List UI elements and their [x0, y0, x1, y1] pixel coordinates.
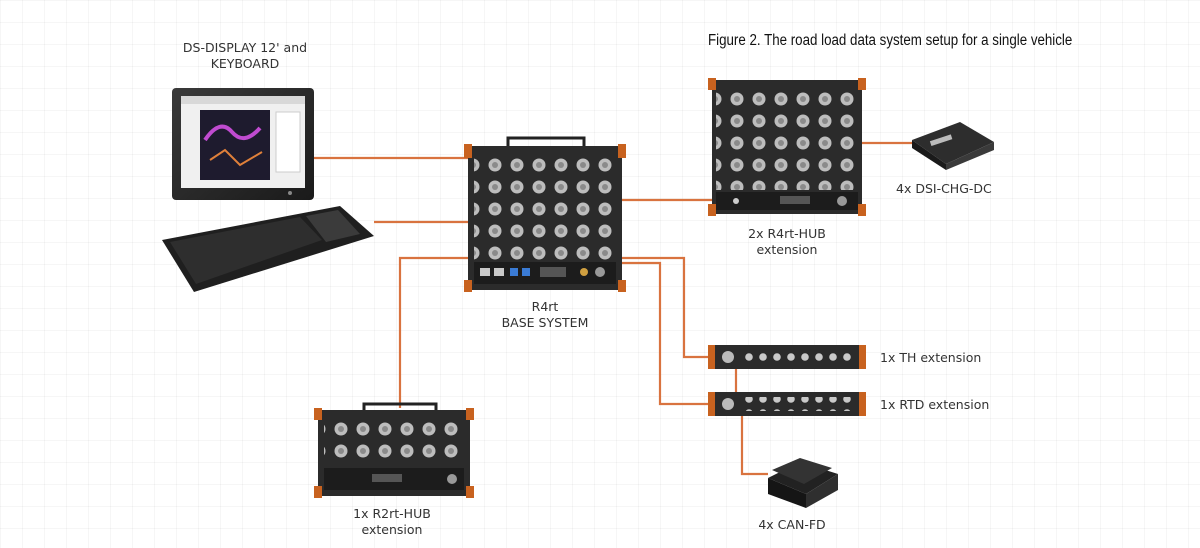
r4rt-hub-label: 2x R4rt-HUB extension — [697, 226, 877, 258]
dsi-chg-dc-label: 4x DSI-CHG-DC — [896, 181, 992, 196]
display-label-line2: KEYBOARD — [210, 56, 280, 71]
ds-display-device — [172, 88, 314, 200]
th-extension-label: 1x TH extension — [880, 350, 982, 365]
r2rt-hub-label-line1: 1x R2rt-HUB — [353, 506, 431, 521]
r4rt-hub-label-line2: extension — [756, 242, 818, 257]
can-fd-label: 4x CAN-FD — [758, 517, 826, 532]
display-label-line1: DS-DISPLAY 12' and — [182, 40, 308, 55]
r4rt-hub-label-line1: 2x R4rt-HUB — [748, 226, 826, 241]
keyboard-device — [162, 206, 374, 292]
rtd-extension-device — [708, 392, 866, 416]
cable-base-rtd — [622, 261, 712, 406]
th-extension-device — [708, 345, 866, 369]
r2rt-hub-device — [314, 402, 474, 498]
r2rt-hub-label: 1x R2rt-HUB extension — [302, 506, 482, 538]
display-label: DS-DISPLAY 12' and KEYBOARD — [155, 40, 335, 72]
rtd-extension-label: 1x RTD extension — [880, 397, 990, 412]
r2rt-hub-label-line2: extension — [361, 522, 423, 537]
cable-base-th — [622, 256, 712, 359]
r4rt-hub-device — [708, 78, 866, 216]
figure-caption: Figure 2. The road load data system setu… — [708, 32, 1073, 49]
r4rt-base-device — [464, 136, 626, 292]
base-system-label-line1: R4rt — [531, 299, 559, 314]
base-system-label-line2: BASE SYSTEM — [501, 315, 589, 330]
cables — [314, 141, 912, 476]
can-fd-device — [768, 458, 838, 508]
cable-rtd-can — [740, 413, 768, 476]
base-system-label: R4rt BASE SYSTEM — [455, 299, 635, 331]
cable-base-hub2 — [398, 256, 468, 408]
dsi-chg-dc-device — [912, 122, 994, 170]
cable-th-rtd — [734, 363, 742, 396]
